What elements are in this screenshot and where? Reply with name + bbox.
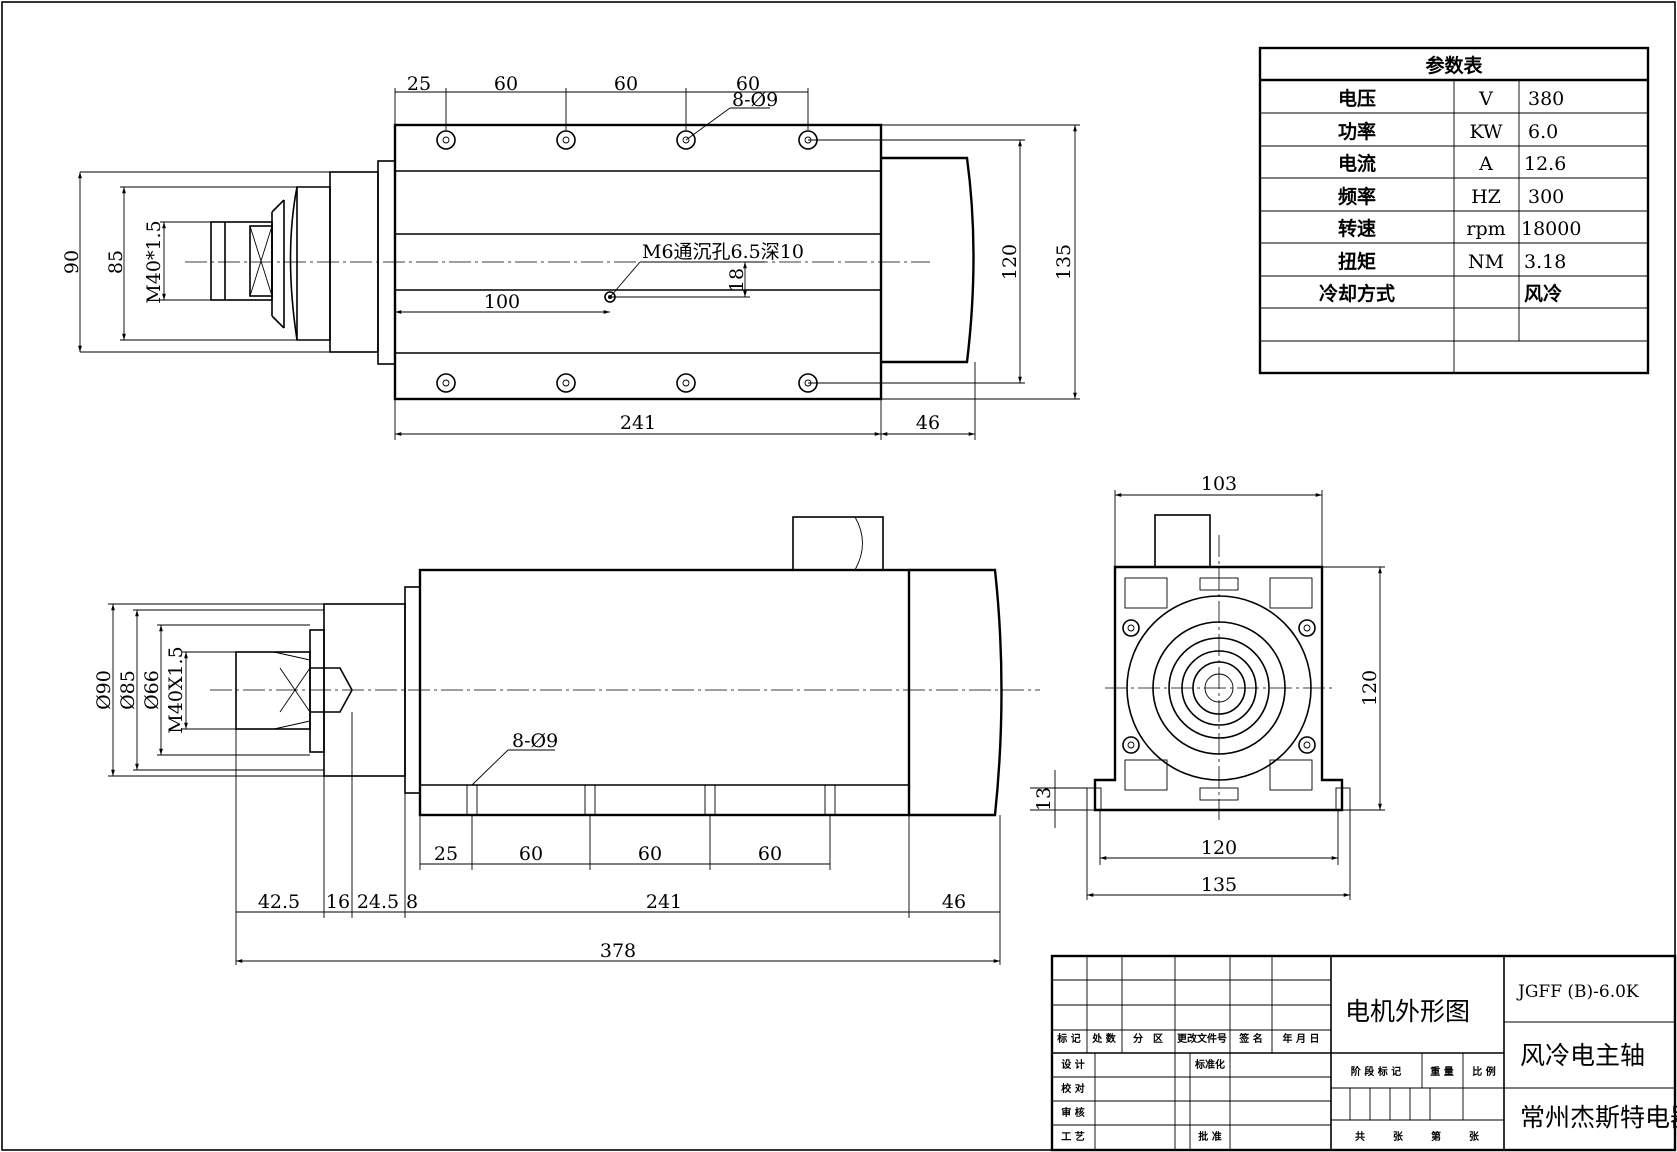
- param-unit-voltage: V: [1478, 88, 1493, 110]
- end-dim-103: 103: [1201, 473, 1237, 495]
- param-value-torque: 3.18: [1524, 251, 1566, 273]
- param-value-power: 6.0: [1528, 121, 1558, 143]
- top-dim-thread: M40*1.5: [143, 220, 165, 303]
- param-value-frequency: 300: [1528, 186, 1564, 208]
- top-dim-18: 18: [726, 268, 748, 292]
- side-dim-25: 25: [434, 843, 458, 865]
- side-mounting-holes: [466, 785, 836, 815]
- tb-date: 年 月 日: [1283, 1032, 1320, 1045]
- top-dim-60a: 60: [494, 73, 518, 95]
- tb-company: 常州杰斯特电器: [1520, 1103, 1677, 1132]
- tb-drawing-name: 电机外形图: [1345, 997, 1470, 1026]
- side-dim-60b: 60: [638, 843, 662, 865]
- param-unit-speed: rpm: [1466, 218, 1505, 240]
- tb-mark: 标 记: [1056, 1032, 1080, 1045]
- param-name-frequency: 频率: [1338, 185, 1376, 208]
- side-dim-378: 378: [600, 940, 636, 962]
- tb-standard: 标准化: [1194, 1058, 1225, 1071]
- param-name-voltage: 电压: [1338, 87, 1376, 110]
- param-value-current: 12.6: [1524, 153, 1566, 175]
- side-dim-8: 8: [406, 891, 418, 913]
- tb-weight: 重 量: [1430, 1065, 1453, 1078]
- tb-zone: 分 区: [1133, 1032, 1163, 1045]
- param-unit-torque: NM: [1468, 251, 1504, 273]
- side-dim-dia85: Ø85: [117, 670, 139, 710]
- top-holes-label: 8-Ø9: [732, 89, 778, 111]
- param-value-cooling: 风冷: [1524, 282, 1562, 305]
- tb-count: 处 数: [1091, 1032, 1116, 1045]
- side-dim-dia90: Ø90: [93, 670, 115, 710]
- side-dim-60a: 60: [519, 843, 543, 865]
- top-dim-25: 25: [407, 73, 431, 95]
- tb-doc: 更改文件号: [1177, 1032, 1227, 1045]
- tb-sign: 签 名: [1238, 1032, 1262, 1045]
- top-dim-241: 241: [620, 412, 656, 434]
- side-dim-46: 46: [942, 891, 966, 913]
- tb-design: 设 计: [1061, 1058, 1084, 1071]
- param-name-cooling: 冷却方式: [1319, 282, 1395, 305]
- end-dim-120-width: 120: [1201, 837, 1237, 859]
- tb-review: 审 核: [1061, 1106, 1084, 1119]
- param-value-speed: 18000: [1521, 218, 1581, 240]
- param-table-title: 参数表: [1425, 54, 1483, 77]
- title-block: 标 记 处 数 分 区 更改文件号 签 名 年 月 日 设 计 标准化 校 对 …: [1050, 954, 1677, 1152]
- top-dim-60c: 60: [736, 73, 760, 95]
- tb-sheets: 张: [1393, 1130, 1404, 1143]
- top-dim-60b: 60: [614, 73, 638, 95]
- side-dim-42-5: 42.5: [258, 891, 300, 913]
- end-dim-13: 13: [1033, 787, 1055, 811]
- tb-page-unit: 张: [1469, 1130, 1480, 1143]
- param-name-speed: 转速: [1338, 217, 1376, 240]
- param-name-torque: 扭矩: [1338, 250, 1376, 273]
- tb-stage: 阶 段 标 记: [1351, 1065, 1401, 1078]
- tb-scale: 比 例: [1472, 1065, 1495, 1078]
- param-unit-power: KW: [1469, 121, 1503, 143]
- tb-approve: 批 准: [1198, 1130, 1221, 1143]
- end-view: 103 120 13 120 135: [1030, 473, 1385, 900]
- param-name-power: 功率: [1338, 120, 1376, 143]
- top-dim-46: 46: [916, 412, 940, 434]
- side-dim-60c: 60: [758, 843, 782, 865]
- tb-craft: 工 艺: [1061, 1130, 1084, 1143]
- top-dim-85: 85: [105, 250, 127, 274]
- side-holes-label: 8-Ø9: [512, 730, 558, 752]
- tb-page: 第: [1431, 1130, 1441, 1143]
- top-dim-120: 120: [999, 244, 1021, 280]
- side-dim-thread: M40X1.5: [165, 646, 187, 733]
- tb-total: 共: [1355, 1130, 1365, 1143]
- param-unit-current: A: [1478, 153, 1493, 175]
- side-dim-16: 16: [326, 891, 350, 913]
- top-dim-90: 90: [61, 250, 83, 274]
- side-dim-241: 241: [646, 891, 682, 913]
- tb-product: 风冷电主轴: [1520, 1041, 1645, 1070]
- top-dim-135: 135: [1053, 244, 1075, 280]
- param-unit-frequency: HZ: [1471, 186, 1501, 208]
- side-dim-dia66: Ø66: [141, 670, 163, 710]
- param-name-current: 电流: [1338, 152, 1376, 175]
- top-view: 25 60 60 60 8-Ø9 90 85 M40*1.5 M6通沉孔6.5深…: [61, 73, 1080, 440]
- top-dim-100: 100: [484, 291, 520, 313]
- end-dim-120-height: 120: [1359, 670, 1381, 706]
- side-dim-24-5: 24.5: [357, 891, 399, 913]
- tb-model: JGFF (B)-6.0K: [1516, 982, 1639, 1002]
- top-mounting-holes: [436, 130, 818, 393]
- tb-check: 校 对: [1061, 1082, 1084, 1095]
- param-value-voltage: 380: [1528, 88, 1564, 110]
- side-view: 8-Ø9 Ø90 Ø85 Ø66 M40X1.5 25 60 60 60: [93, 516, 1040, 965]
- end-dim-135: 135: [1201, 874, 1237, 896]
- parameter-table: 参数表 电压 V 380 功率 KW 6.0 电流 A 12.6 频率 HZ 3…: [1258, 46, 1650, 375]
- top-tapped-hole-label: M6通沉孔6.5深10: [642, 241, 804, 263]
